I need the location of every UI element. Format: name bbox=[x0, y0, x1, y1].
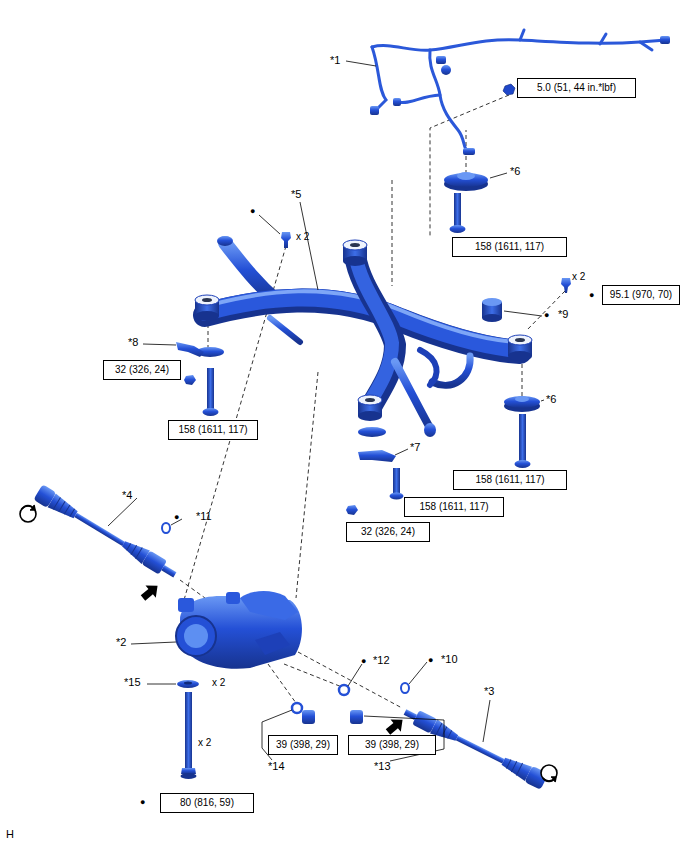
torque-spec-box: 158 (1611, 117) bbox=[404, 497, 504, 517]
leader-lines bbox=[108, 61, 544, 761]
bolt bbox=[515, 414, 531, 468]
non-reusable-mark: ● bbox=[250, 207, 255, 216]
torque-value: 39 (398, 29) bbox=[365, 739, 419, 751]
callout-number: *6 bbox=[510, 166, 520, 177]
torque-spec-box: 158 (1611, 117) bbox=[452, 237, 567, 257]
suspension-member bbox=[205, 243, 520, 428]
ring bbox=[292, 703, 302, 713]
callout-number: *8 bbox=[128, 337, 138, 348]
torque-value: 158 (1611, 117) bbox=[475, 241, 544, 253]
bolt bbox=[181, 692, 197, 779]
washer bbox=[184, 682, 192, 685]
torque-value: 158 (1611, 117) bbox=[475, 474, 544, 486]
callout-number: *3 bbox=[484, 686, 494, 697]
torque-spec-box: 158 (1611, 117) bbox=[453, 470, 567, 490]
torque-value: 80 (816, 59) bbox=[180, 797, 234, 809]
callout-number: *10 bbox=[441, 654, 458, 665]
nut bbox=[184, 375, 196, 385]
torque-spec-box: 158 (1611, 117) bbox=[168, 420, 258, 440]
torque-value: 5.0 (51, 44 in.*lbf) bbox=[537, 82, 616, 94]
quantity-note: x 2 bbox=[212, 678, 225, 688]
bolt bbox=[203, 368, 219, 416]
callout-number: *11 bbox=[196, 511, 212, 522]
washer bbox=[177, 680, 199, 688]
torque-spec-box: 32 (326, 24) bbox=[103, 360, 181, 380]
figure-code: H bbox=[6, 829, 14, 840]
non-reusable-mark: ● bbox=[174, 513, 179, 522]
non-reusable-mark: ● bbox=[589, 291, 594, 300]
torque-spec-box: 5.0 (51, 44 in.*lbf) bbox=[517, 78, 636, 98]
nut bbox=[350, 710, 363, 724]
callout-number: *14 bbox=[268, 761, 285, 772]
stopper bbox=[482, 298, 502, 322]
wire-harness bbox=[372, 30, 666, 152]
torque-spec-box: 32 (326, 24) bbox=[346, 522, 430, 542]
member-bushings bbox=[195, 236, 532, 437]
non-reusable-mark: ● bbox=[140, 798, 145, 807]
quantity-note: x 2 bbox=[572, 272, 585, 282]
bolt bbox=[281, 232, 291, 248]
upper-cushion bbox=[444, 172, 488, 191]
torque-spec-box: 39 (398, 29) bbox=[348, 735, 436, 755]
torque-value: 32 (326, 24) bbox=[361, 526, 415, 538]
torque-spec-box: 39 (398, 29) bbox=[268, 735, 338, 755]
non-reusable-mark: ● bbox=[361, 657, 366, 666]
callout-number: *5 bbox=[291, 189, 301, 200]
drive-shaft bbox=[33, 484, 179, 582]
cushion bbox=[358, 427, 386, 437]
install-arrow bbox=[138, 580, 163, 604]
non-reusable-mark: ● bbox=[544, 311, 549, 320]
bolt bbox=[450, 193, 466, 233]
nut bbox=[346, 505, 358, 515]
bolt bbox=[390, 468, 404, 500]
bracket bbox=[358, 450, 396, 462]
differential bbox=[176, 591, 302, 669]
torque-value: 95.1 (970, 70) bbox=[610, 289, 672, 301]
callout-number: *7 bbox=[410, 442, 420, 453]
callout-number: *2 bbox=[116, 637, 126, 648]
torque-spec-box: 95.1 (970, 70) bbox=[602, 285, 680, 305]
bracket bbox=[176, 342, 204, 357]
torque-value: 39 (398, 29) bbox=[276, 739, 330, 751]
lower-cushion bbox=[504, 396, 540, 412]
callout-number: *9 bbox=[558, 309, 568, 320]
ring bbox=[339, 685, 349, 695]
harness-connectors bbox=[370, 36, 670, 155]
callout-number: *15 bbox=[124, 677, 141, 688]
quantity-note: x 2 bbox=[198, 738, 211, 748]
callout-number: *4 bbox=[122, 490, 132, 501]
torque-value: 32 (326, 24) bbox=[115, 364, 169, 376]
snap-ring bbox=[162, 523, 170, 533]
torque-value: 158 (1611, 117) bbox=[419, 501, 488, 513]
nut bbox=[302, 710, 315, 724]
bolt bbox=[561, 278, 571, 293]
quantity-note: x 2 bbox=[296, 232, 309, 242]
callout-number: *12 bbox=[373, 655, 390, 666]
torque-value: 158 (1611, 117) bbox=[178, 424, 247, 436]
rotation-symbol bbox=[20, 505, 557, 782]
non-reusable-mark: ● bbox=[428, 656, 433, 665]
snap-ring bbox=[401, 683, 409, 693]
callout-number: *1 bbox=[330, 55, 340, 66]
torque-spec-box: 80 (816, 59) bbox=[160, 793, 254, 813]
alignment-lines bbox=[180, 95, 565, 708]
callout-number: *6 bbox=[546, 394, 556, 405]
callout-number: *13 bbox=[374, 761, 391, 772]
harness-bolt bbox=[503, 84, 515, 95]
